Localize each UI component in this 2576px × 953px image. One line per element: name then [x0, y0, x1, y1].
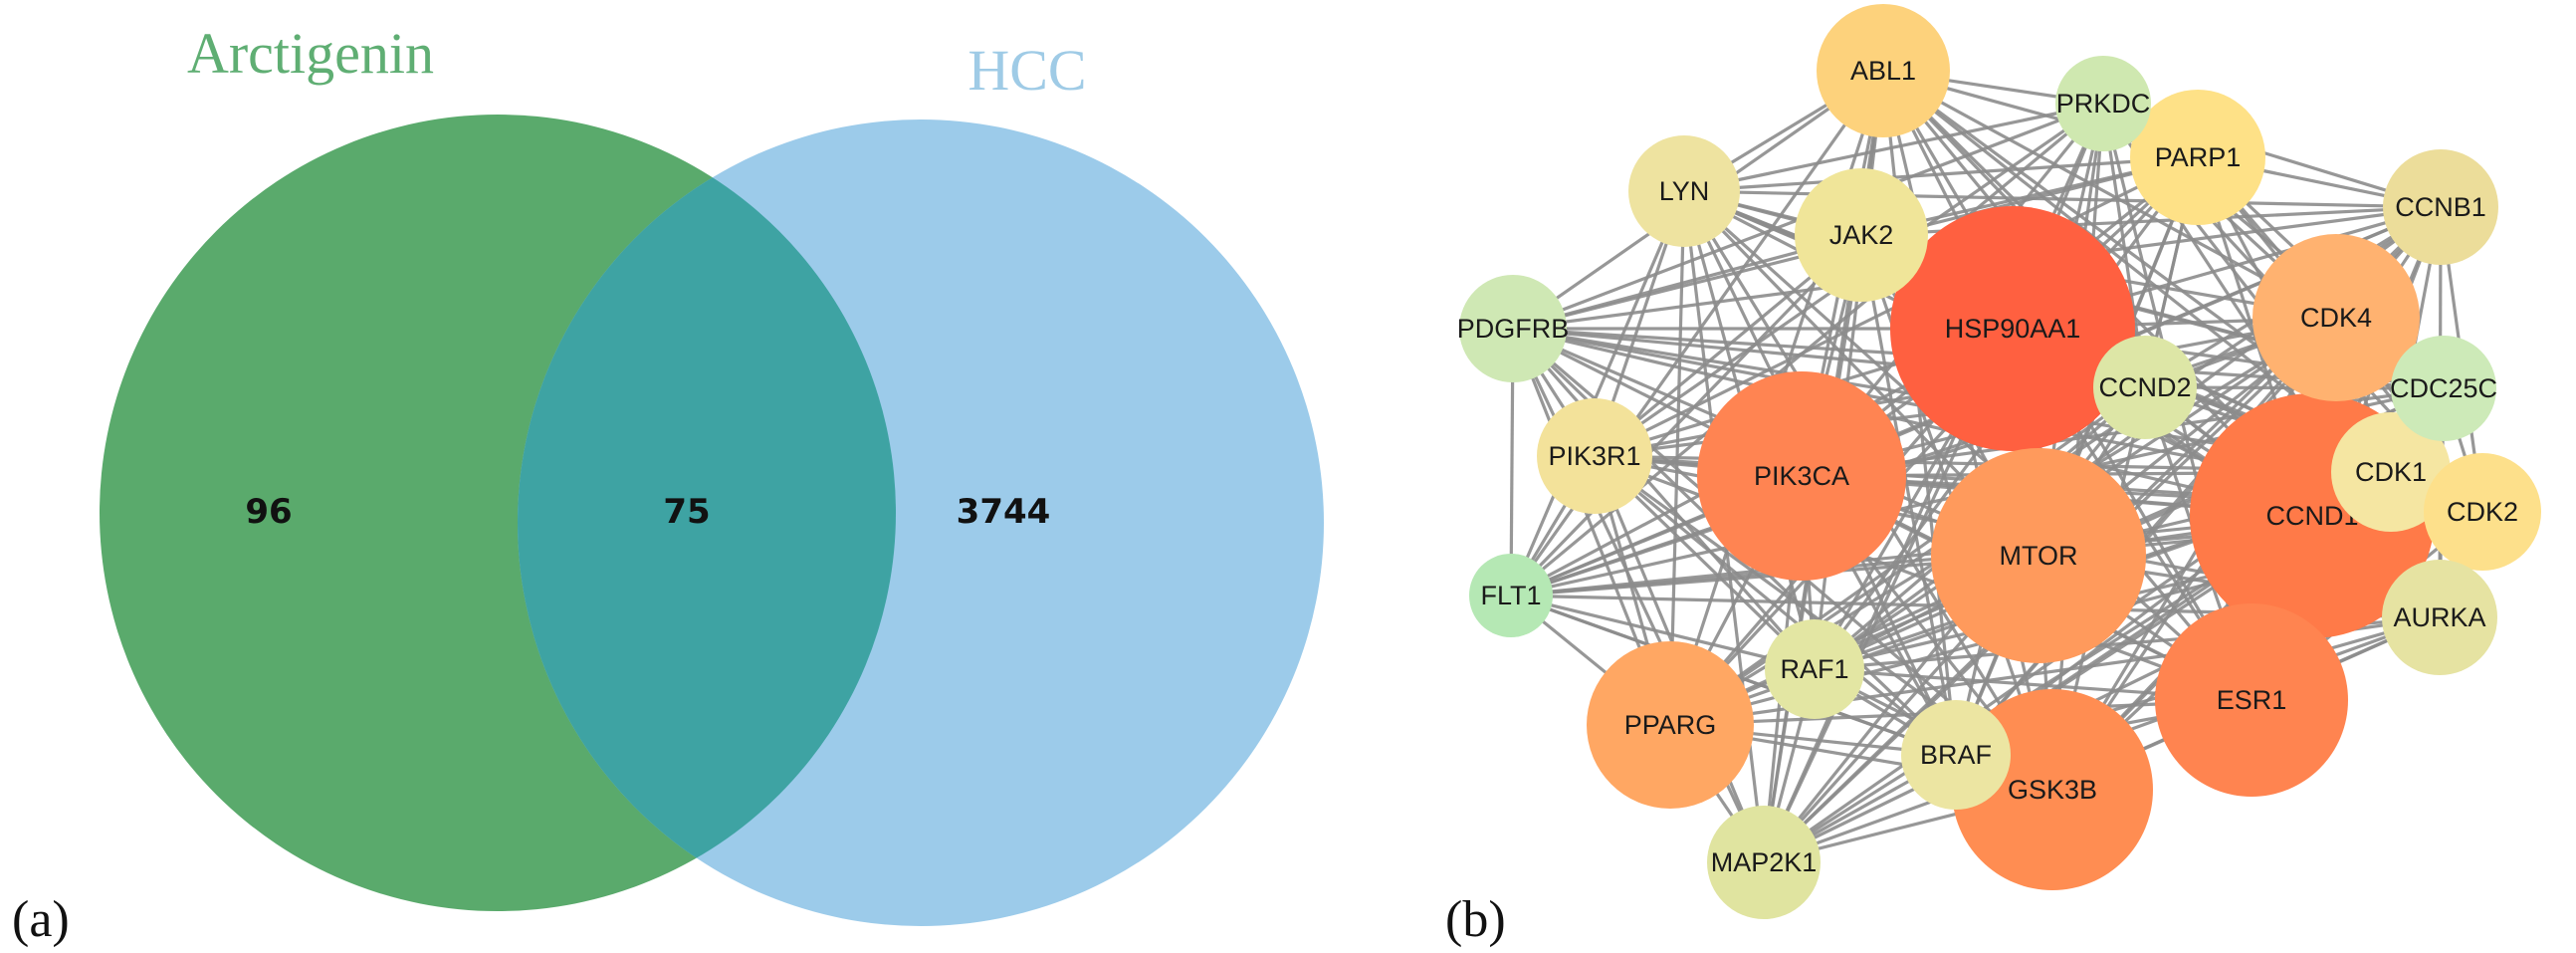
- node-pik3r1: PIK3R1: [1537, 398, 1652, 514]
- node-label-pdgfrb: PDGFRB: [1457, 314, 1570, 344]
- node-label-map2k1: MAP2K1: [1711, 847, 1818, 877]
- edge-lyn-flt1: [1509, 190, 1686, 596]
- node-cdk2: CDK2: [2424, 453, 2541, 571]
- node-circle-pik3r1: [1537, 398, 1652, 514]
- node-label-pparg: PPARG: [1624, 710, 1717, 740]
- edge-raf1-pdgfrb: [1511, 327, 1817, 671]
- edge-pparg-ccnd2: [1669, 385, 2146, 727]
- node-flt1: FLT1: [1469, 554, 1553, 637]
- node-label-cdc25c: CDC25C: [2390, 373, 2497, 403]
- node-label-aurka: AURKA: [2393, 602, 2485, 632]
- node-circle-lyn: [1628, 135, 1740, 247]
- node-circle-cdc25c: [2391, 336, 2496, 441]
- node-label-braf: BRAF: [1920, 740, 1992, 770]
- node-label-mtor: MTOR: [2000, 541, 2078, 571]
- ppi-network: HSP90AA1CCND1MTORPIK3CAGSK3BESR1PPARGCDK…: [1457, 4, 2541, 919]
- node-circle-esr1: [2155, 603, 2348, 797]
- node-cdk1: CDK1: [2331, 412, 2451, 532]
- node-label-lyn: LYN: [1659, 176, 1710, 206]
- node-circle-prkdc: [2055, 56, 2151, 151]
- node-label-cdk4: CDK4: [2300, 303, 2372, 333]
- node-label-pik3r1: PIK3R1: [1548, 441, 1640, 471]
- edge-jak2-braf: [1859, 234, 1958, 756]
- node-mtor: MTOR: [1931, 448, 2146, 663]
- node-ccnd2: CCND2: [2093, 336, 2197, 439]
- node-circle-jak2: [1795, 168, 1928, 302]
- edge-jak2-flt1: [1509, 233, 1863, 597]
- node-hsp90aa1: HSP90AA1: [1890, 206, 2135, 451]
- node-ccnb1: CCNB1: [2383, 149, 2498, 265]
- panel-label-b: (b): [1445, 891, 1506, 948]
- node-label-parp1: PARP1: [2155, 142, 2242, 172]
- edge-pik3r1-braf: [1593, 454, 1958, 757]
- venn-count-overlap: 75: [663, 492, 710, 532]
- node-circle-cdk4: [2253, 234, 2420, 401]
- node-circle-cdk1: [2331, 412, 2451, 532]
- node-braf: BRAF: [1901, 700, 2011, 810]
- node-pdgfrb: PDGFRB: [1457, 275, 1570, 382]
- node-label-hsp90aa1: HSP90AA1: [1945, 314, 2081, 344]
- node-parp1: PARP1: [2130, 90, 2265, 225]
- node-label-flt1: FLT1: [1480, 581, 1541, 610]
- panel-label-a: (a): [12, 891, 70, 948]
- node-circle-parp1: [2130, 90, 2265, 225]
- node-label-esr1: ESR1: [2217, 685, 2287, 715]
- node-circle-map2k1: [1707, 806, 1821, 919]
- node-pparg: PPARG: [1587, 641, 1754, 809]
- venn-overlap: [518, 119, 896, 911]
- node-abl1: ABL1: [1817, 4, 1950, 137]
- network-nodes: HSP90AA1CCND1MTORPIK3CAGSK3BESR1PPARGCDK…: [1457, 4, 2541, 919]
- node-pik3ca: PIK3CA: [1697, 371, 1906, 581]
- node-label-abl1: ABL1: [1850, 56, 1916, 86]
- edge-lyn-prkdc: [1683, 102, 2104, 193]
- node-circle-ccnb1: [2383, 149, 2498, 265]
- node-raf1: RAF1: [1765, 619, 1864, 719]
- node-label-cdk1: CDK1: [2355, 457, 2427, 487]
- node-circle-aurka: [2382, 560, 2497, 675]
- node-lyn: LYN: [1628, 135, 1740, 247]
- node-label-ccnd2: CCND2: [2098, 372, 2191, 402]
- node-circle-pparg: [1587, 641, 1754, 809]
- node-aurka: AURKA: [2382, 560, 2497, 675]
- node-cdk4: CDK4: [2253, 234, 2420, 401]
- node-circle-flt1: [1469, 554, 1553, 637]
- node-circle-braf: [1901, 700, 2011, 810]
- edge-prkdc-flt1: [1509, 102, 2105, 597]
- node-circle-mtor: [1931, 448, 2146, 663]
- node-circle-raf1: [1765, 619, 1864, 719]
- node-label-jak2: JAK2: [1829, 220, 1894, 250]
- venn-label-hcc: HCC: [967, 38, 1086, 103]
- node-label-cdk2: CDK2: [2447, 497, 2518, 527]
- node-jak2: JAK2: [1795, 168, 1928, 302]
- venn-count-hcc-only: 3744: [957, 492, 1051, 532]
- node-circle-abl1: [1817, 4, 1950, 137]
- node-circle-cdk2: [2424, 453, 2541, 571]
- node-esr1: ESR1: [2155, 603, 2348, 797]
- edge-raf1-flt1: [1510, 594, 1816, 671]
- edge-ccnd1-flt1: [1510, 514, 2313, 597]
- node-label-ccnb1: CCNB1: [2395, 192, 2486, 222]
- node-circle-pik3ca: [1697, 371, 1906, 581]
- node-label-prkdc: PRKDC: [2056, 89, 2151, 119]
- node-map2k1: MAP2K1: [1707, 806, 1821, 919]
- venn-diagram: Arctigenin HCC 96 75 3744: [100, 21, 1324, 926]
- node-prkdc: PRKDC: [2055, 56, 2151, 151]
- node-label-raf1: RAF1: [1780, 654, 1848, 684]
- venn-count-arctigenin-only: 96: [245, 492, 292, 532]
- node-cdc25c: CDC25C: [2390, 336, 2497, 441]
- node-label-pik3ca: PIK3CA: [1754, 461, 1849, 491]
- node-circle-pdgfrb: [1459, 275, 1567, 382]
- node-circle-hsp90aa1: [1890, 206, 2135, 451]
- node-circle-ccnd2: [2093, 336, 2197, 439]
- venn-label-arctigenin: Arctigenin: [187, 21, 434, 86]
- node-label-gsk3b: GSK3B: [2008, 775, 2097, 805]
